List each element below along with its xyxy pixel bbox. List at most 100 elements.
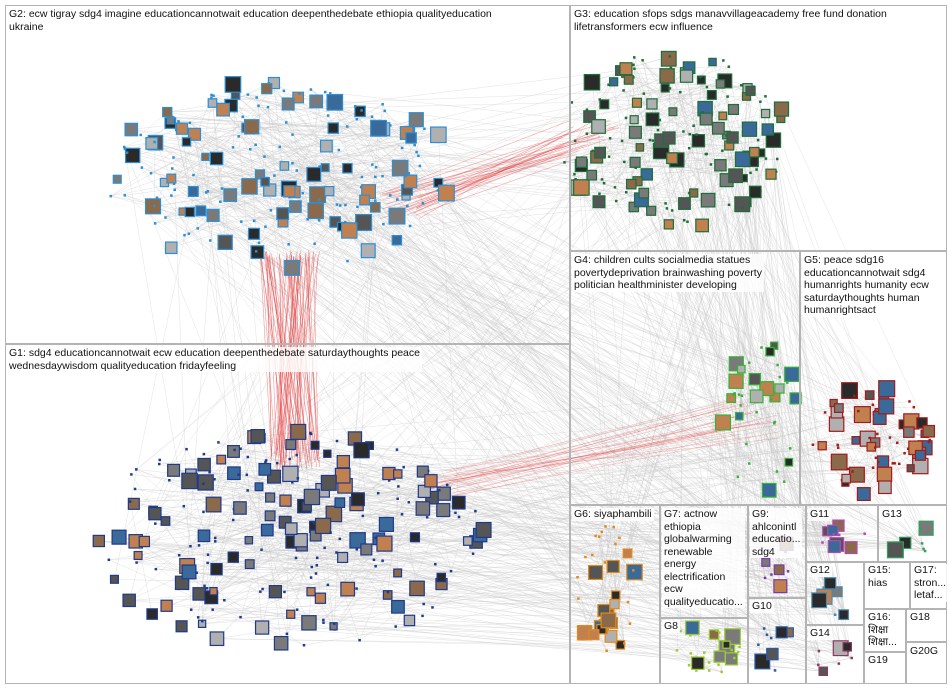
- node-g1: [322, 618, 325, 622]
- edge: [173, 117, 239, 137]
- edge: [602, 152, 762, 622]
- node-g2: [269, 209, 273, 212]
- node-g2: [208, 239, 212, 242]
- group-box-g16: [864, 609, 906, 652]
- node-g2: [254, 143, 257, 147]
- edge: [354, 176, 383, 439]
- node-g3: [619, 62, 633, 76]
- node-g1: [202, 482, 205, 486]
- node-g4: [732, 393, 735, 396]
- group-box-g8: [660, 618, 748, 684]
- node-g2: [149, 171, 153, 175]
- node-g1: [306, 587, 316, 597]
- node-g5: [823, 411, 827, 414]
- edge: [767, 113, 865, 534]
- node-g14: [818, 666, 829, 677]
- node-g1: [209, 586, 218, 596]
- edge: [131, 129, 605, 184]
- node-g3: [638, 187, 650, 199]
- node-g2: [278, 145, 282, 149]
- edge: [339, 129, 384, 206]
- node-g5: [871, 466, 875, 469]
- node-g5: [888, 436, 892, 439]
- edge: [269, 189, 770, 551]
- edge: [124, 195, 691, 636]
- node-g2: [371, 163, 374, 166]
- node-g2: [337, 148, 341, 152]
- node-g13: [918, 520, 934, 536]
- node-g2: [139, 133, 142, 137]
- node-g1: [197, 474, 214, 491]
- node-g2: [306, 218, 309, 221]
- node-g2: [282, 89, 286, 93]
- edge: [307, 219, 874, 468]
- node-g1: [436, 503, 451, 518]
- node-g1: [457, 515, 461, 519]
- node-g3: [585, 132, 589, 136]
- node-g1: [197, 457, 211, 472]
- node-g13: [919, 527, 922, 531]
- node-g4: [765, 346, 775, 357]
- node-g3: [658, 118, 662, 122]
- node-g1: [474, 509, 477, 513]
- edge: [584, 183, 767, 563]
- edge: [767, 113, 796, 399]
- node-g5: [817, 441, 827, 451]
- node-g6: [598, 619, 601, 622]
- node-g1: [286, 609, 296, 619]
- node-g2: [109, 194, 112, 198]
- edge: [133, 503, 374, 561]
- node-g3: [609, 77, 619, 87]
- node-g2: [400, 146, 404, 150]
- node-g3: [620, 139, 624, 143]
- node-g1: [245, 473, 249, 477]
- node-g3: [573, 139, 577, 143]
- node-g1: [323, 449, 332, 458]
- node-g3: [725, 134, 728, 137]
- node-g3: [660, 50, 677, 67]
- edge: [255, 251, 452, 572]
- edge: [256, 122, 895, 464]
- edge: [110, 141, 187, 197]
- edge: [848, 431, 910, 470]
- edge: [389, 120, 611, 191]
- edge: [266, 460, 785, 482]
- edge: [386, 524, 593, 556]
- edge: [405, 146, 572, 202]
- node-g2: [318, 165, 321, 168]
- edge: [441, 583, 600, 621]
- node-g5: [836, 446, 840, 449]
- node-g1: [374, 536, 377, 540]
- node-g6: [587, 564, 604, 581]
- node-g1: [334, 497, 346, 509]
- node-g2: [184, 206, 196, 218]
- edge: [171, 97, 212, 196]
- node-g10: [757, 643, 760, 646]
- edge: [382, 144, 586, 210]
- edge: [159, 461, 266, 465]
- node-g1: [407, 501, 411, 504]
- edge: [686, 76, 786, 552]
- edge: [426, 470, 820, 601]
- node-g3: [688, 132, 692, 136]
- edge: [194, 134, 609, 621]
- edge: [382, 136, 604, 195]
- edge: [409, 225, 765, 387]
- node-g3: [741, 121, 758, 137]
- node-g1: [303, 488, 321, 506]
- node-g1: [111, 529, 127, 545]
- group-label-g13: G13: [880, 508, 904, 521]
- edge: [296, 170, 852, 548]
- node-g1: [157, 462, 161, 466]
- node-g3: [764, 157, 768, 160]
- node-g2: [344, 203, 347, 207]
- node-g8: [679, 629, 682, 633]
- group-box-g15: [864, 562, 910, 609]
- node-g2: [144, 198, 162, 215]
- edge: [357, 448, 791, 541]
- node-g3: [668, 55, 672, 58]
- edge: [586, 66, 729, 110]
- node-g2: [327, 122, 339, 134]
- node-g1: [337, 551, 349, 564]
- node-g4: [739, 404, 742, 407]
